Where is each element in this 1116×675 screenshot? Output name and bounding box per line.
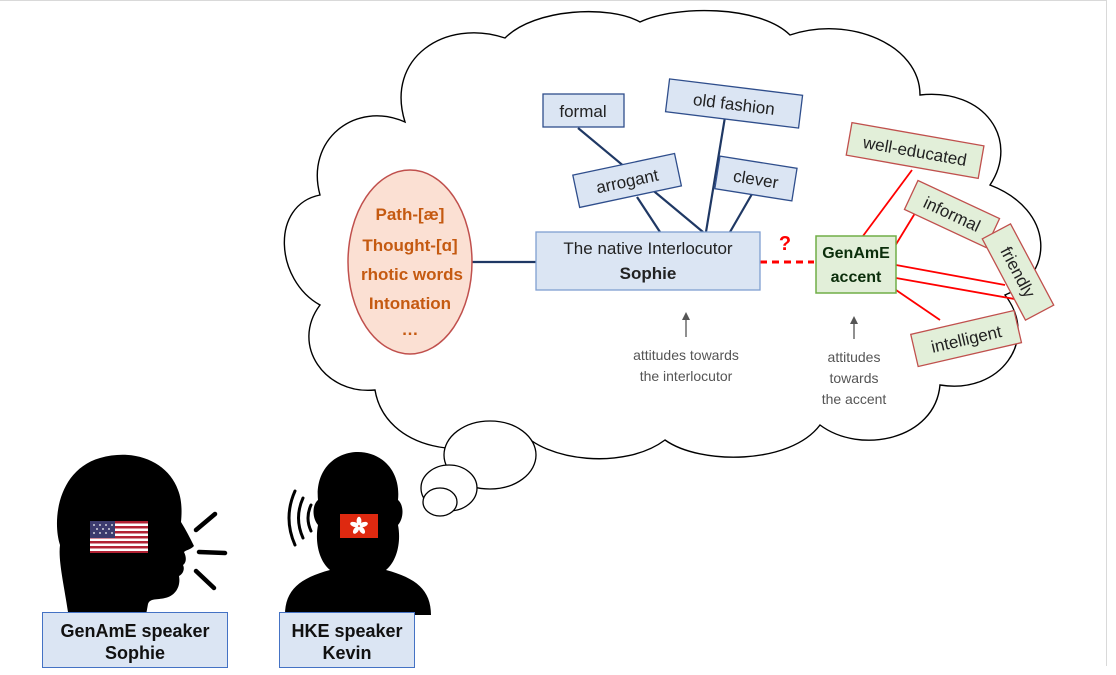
trait-formal: formal [542,93,625,128]
arrowhead-interlocutor [682,312,690,320]
trait-informal: informal [903,179,1001,249]
annotation-accent-line1: attitudes [828,349,881,365]
arrowhead-accent [850,316,858,324]
trait-arrogant: arrogant [572,152,683,209]
sound-wave-inner [306,503,313,533]
kevin-silhouette [285,452,431,615]
sound-feature-thought: Thought-[ɑ] [362,236,457,255]
sophie-silhouette [56,454,228,615]
speaker-name-kevin: Kevin [322,643,372,663]
interlocutor-line2: Sophie [620,264,677,283]
accent-box [815,235,897,294]
link-question-mark: ? [779,233,791,255]
connector-well-educated [859,169,913,241]
connector-friendly-1 [895,264,1006,286]
annotation-interlocutor-line2: the interlocutor [640,368,733,384]
thought-bubble-small [422,487,458,517]
trait-intelligent: intelligent [909,309,1023,368]
annotation-interlocutor-line1: attitudes towards [633,347,739,363]
annotation-accent-line2: towards [829,370,878,386]
usa-flag-icon [90,521,148,553]
speaker-name-sophie: Sophie [104,643,165,663]
sound-wave-outer [287,489,297,547]
annotation-accent-line3: the accent [822,391,887,407]
hong-kong-flag-icon [340,514,378,538]
speech-line-bottom [193,568,217,591]
image-frame [0,0,1107,666]
accent-line2: accent [831,269,882,286]
sound-feature-more: … [402,320,419,339]
speaker-label-sophie: GenAmE speaker Sophie [42,612,228,668]
speech-line-top [193,511,218,533]
speaker-title-kevin: HKE speaker [291,621,403,641]
accent-line1: GenAmE [822,245,890,262]
speech-line-middle [196,549,228,556]
sound-feature-rhotic: rhotic words [361,265,463,284]
speaker-label-kevin: HKE speaker Kevin [279,612,415,668]
trait-clever: clever [714,155,798,202]
sound-features-ellipse [347,169,473,355]
sound-feature-intonation: Intonation [369,294,451,313]
connector-arrogant [636,196,661,233]
connector-old-fashion [704,116,727,233]
sound-feature-path: Path-[æ] [376,205,445,224]
connector-friendly-2 [895,277,1021,301]
connector-clever [729,193,753,233]
trait-old-fashion: old fashion [664,78,804,129]
interlocutor-line1: The native Interlocutor [563,239,732,258]
interlocutor-box [535,231,761,291]
trait-formal-label: formal [559,102,606,121]
sound-wave-middle [297,496,305,540]
speaker-title-sophie: GenAmE speaker [60,621,210,641]
connector-intelligent [895,289,941,321]
